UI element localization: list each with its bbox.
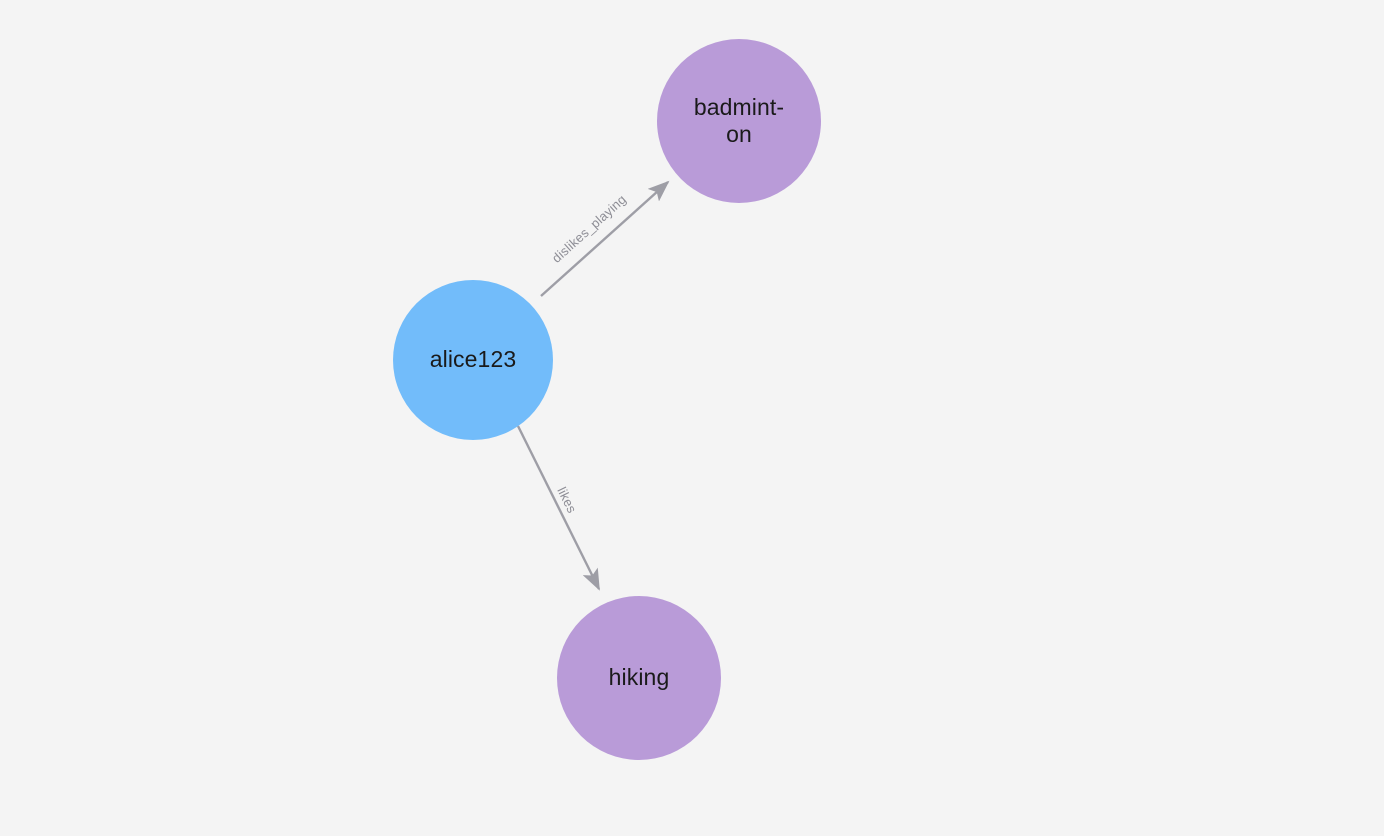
- node-label-hiking: hiking: [608, 664, 670, 691]
- node-label-badminton: badmint- on: [693, 93, 785, 147]
- graph-node-hiking[interactable]: hiking: [557, 596, 721, 760]
- graph-node-badminton[interactable]: badmint- on: [657, 39, 821, 203]
- edge-line: [516, 425, 601, 591]
- edge-alice123-hiking[interactable]: likes: [516, 425, 601, 591]
- node-label-alice123: alice123: [429, 346, 517, 373]
- edge-line: [540, 180, 670, 297]
- edge-alice123-badminton[interactable]: dislikes_playing: [540, 180, 670, 297]
- edge-label-likes: likes: [554, 485, 580, 516]
- graph-node-alice123[interactable]: alice123: [393, 280, 553, 440]
